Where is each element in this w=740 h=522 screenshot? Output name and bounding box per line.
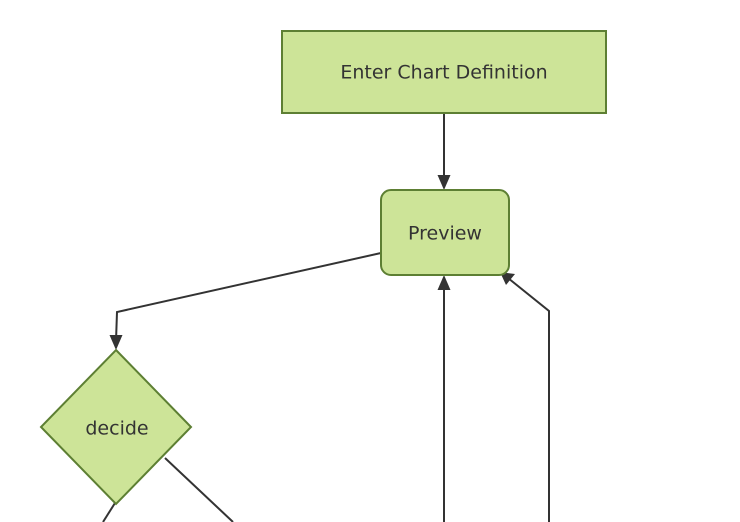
node-preview[interactable]: Preview bbox=[380, 189, 510, 276]
node-shape-diamond bbox=[39, 348, 193, 506]
node-enter-chart-definition[interactable]: Enter Chart Definition bbox=[281, 30, 607, 114]
node-label-enter-chart-definition: Enter Chart Definition bbox=[340, 62, 547, 84]
edge-line bbox=[102, 502, 116, 522]
edge-line bbox=[115, 252, 382, 342]
node-label-decide: decide bbox=[85, 418, 148, 440]
edge-line bbox=[164, 457, 234, 522]
edge-preview-to-decide bbox=[109, 252, 382, 350]
edge-bottom-left-to-preview bbox=[437, 275, 451, 522]
node-label-preview: Preview bbox=[408, 223, 482, 245]
edge-decide-bottom-left bbox=[102, 502, 116, 522]
edge-bottom-right-to-preview bbox=[500, 272, 550, 522]
edge-line bbox=[507, 277, 550, 522]
arrow-head-icon bbox=[109, 335, 123, 350]
arrow-head-icon bbox=[500, 272, 515, 285]
node-decide[interactable]: decide bbox=[39, 348, 193, 506]
node-shape-rounded-rectangle bbox=[380, 189, 510, 276]
edge-enter-to-preview bbox=[437, 113, 451, 190]
arrow-head-icon bbox=[437, 275, 451, 290]
arrow-head-icon bbox=[437, 175, 451, 190]
node-shape-rectangle bbox=[281, 30, 607, 114]
edge-decide-bottom-right bbox=[164, 457, 234, 522]
